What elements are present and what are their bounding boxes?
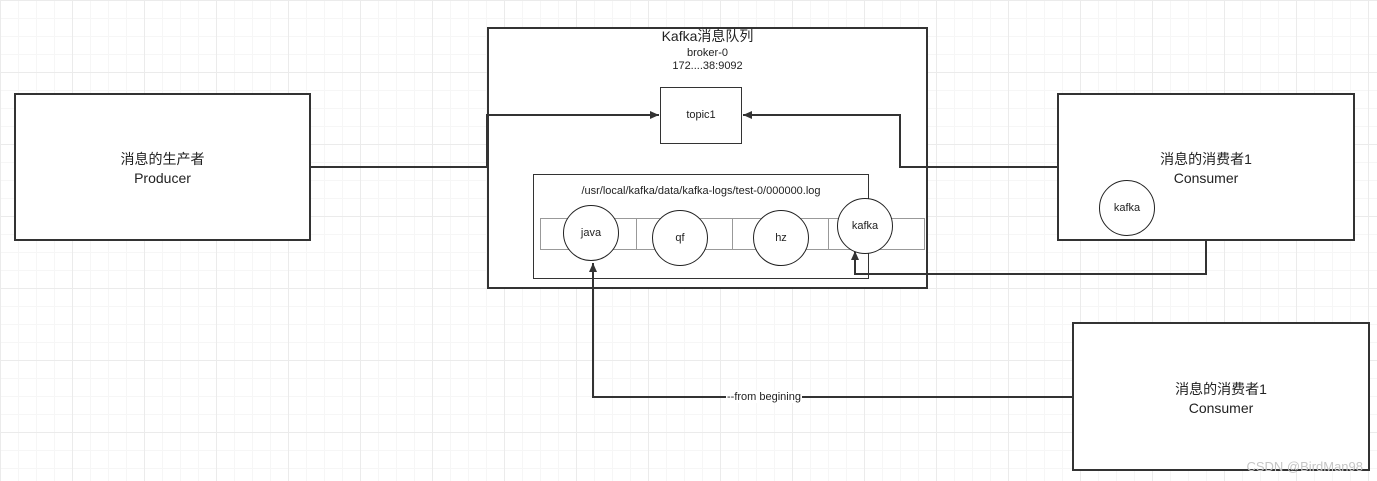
producer-subtitle: Producer	[134, 170, 191, 186]
from-beginning-label: --from begining	[726, 391, 802, 403]
topic-label: topic1	[686, 109, 716, 121]
consumer-kafka-badge: kafka	[1099, 180, 1155, 236]
consumer-top-subtitle: Consumer	[1173, 170, 1239, 186]
message-java: java	[563, 205, 619, 261]
consumer-top-title: 消息的消费者1	[1160, 151, 1252, 167]
topic-box[interactable]: topic1	[660, 87, 742, 144]
producer-title: 消息的生产者	[120, 151, 205, 167]
kafka-title: Kafka消息队列	[661, 28, 754, 44]
from-beginning-arrow	[589, 263, 1072, 398]
watermark: CSDN @BirdMan98	[1246, 459, 1363, 474]
producer-to-topic-arrow	[311, 111, 659, 168]
consumer-to-topic-arrow	[743, 111, 1057, 168]
broker-address: 172....38:9092	[672, 60, 743, 72]
consumer-offset-arrow	[851, 241, 1207, 275]
consumer-bottom-subtitle: Consumer	[1188, 400, 1254, 416]
message-qf: qf	[652, 210, 708, 266]
message-hz: hz	[753, 210, 809, 266]
message-kafka: kafka	[837, 198, 893, 254]
consumer-bottom-title: 消息的消费者1	[1175, 381, 1267, 397]
consumer-bottom-box[interactable]: 消息的消费者1 Consumer	[1072, 322, 1370, 471]
broker-name: broker-0	[687, 47, 728, 59]
log-path: /usr/local/kafka/data/kafka-logs/test-0/…	[581, 185, 821, 197]
producer-box[interactable]: 消息的生产者 Producer	[14, 93, 311, 241]
